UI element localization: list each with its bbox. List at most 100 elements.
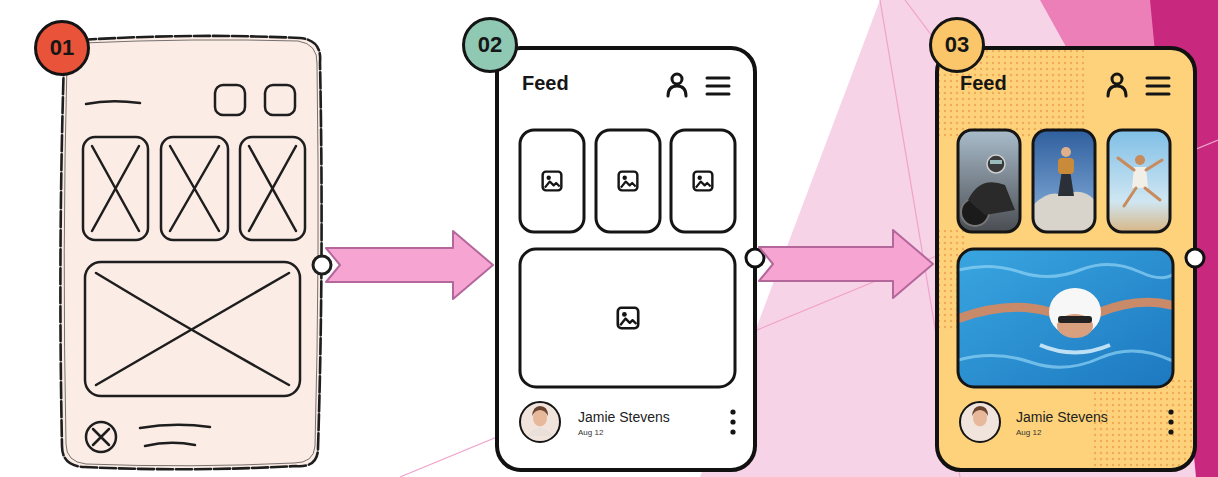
step-number: 03 xyxy=(929,17,985,73)
image-icon xyxy=(694,172,713,191)
sketch-cross xyxy=(249,146,296,231)
kebab-dot xyxy=(730,419,735,424)
avatar-face xyxy=(533,410,547,427)
photo-helmet xyxy=(987,155,1005,173)
sketch-icon xyxy=(265,85,295,115)
photo-limbs xyxy=(1118,158,1162,206)
user-icon xyxy=(1108,86,1126,96)
photo-rider xyxy=(968,182,1015,215)
kebab-dot xyxy=(1168,429,1173,434)
image-slot xyxy=(520,249,735,387)
avatar xyxy=(960,402,1000,442)
mockup-card xyxy=(937,48,1204,470)
sketch-line xyxy=(145,443,195,446)
photo-head xyxy=(1061,147,1071,157)
image-icon xyxy=(543,172,562,191)
photo-sky xyxy=(1108,130,1170,232)
photo-frame xyxy=(958,249,1173,387)
phone-card: 03FeedJamie StevensAug 12 xyxy=(937,48,1195,470)
sketch-cross xyxy=(96,273,289,385)
sketch-image xyxy=(83,137,148,240)
photo-motorbike xyxy=(958,130,1020,232)
avatar-hair xyxy=(972,406,988,416)
kebab-menu xyxy=(1168,409,1173,434)
photo-rocks xyxy=(1033,192,1095,232)
kebab-dot xyxy=(730,429,735,434)
menu-icon xyxy=(1147,78,1169,94)
screen-title: Feed xyxy=(522,72,569,95)
sketch-cross xyxy=(92,146,139,231)
sketch-icon xyxy=(215,85,245,115)
sketch-image xyxy=(240,137,305,240)
header-icons xyxy=(1108,74,1169,96)
step-number: 02 xyxy=(462,17,518,73)
halftone xyxy=(937,48,1195,470)
photo-swimmer xyxy=(958,249,1173,387)
kebab-menu xyxy=(730,409,735,434)
user-icon xyxy=(672,74,682,84)
photo-ground xyxy=(958,130,1020,232)
pink-panel xyxy=(700,0,1218,477)
sketch-card xyxy=(60,36,331,469)
kebab-dot xyxy=(1168,409,1173,414)
user-name: Jamie Stevens xyxy=(1016,409,1108,425)
photo-hiker xyxy=(1033,130,1095,232)
user-icon xyxy=(668,86,686,96)
image-slot xyxy=(520,130,584,232)
menu-icon xyxy=(707,78,729,94)
user-icon xyxy=(1112,74,1122,84)
photo-frames xyxy=(958,130,1173,387)
card-outline xyxy=(937,48,1195,470)
sketch-outline xyxy=(64,40,318,466)
kebab-dot xyxy=(1168,419,1173,424)
photo-visor xyxy=(990,160,1002,164)
header-icons xyxy=(668,74,729,96)
photo-splash xyxy=(1040,345,1110,353)
wireframe-card xyxy=(497,48,764,470)
image-icon xyxy=(618,308,638,328)
connector-dot xyxy=(746,249,764,267)
phone-card: 02FeedJamie StevensAug 12 xyxy=(497,48,755,470)
photo-face xyxy=(1057,314,1093,338)
image-slot xyxy=(671,130,735,232)
photo-head xyxy=(1135,155,1145,165)
step-number: 01 xyxy=(34,20,90,76)
sketch-cross xyxy=(170,146,219,231)
photo-goggles xyxy=(1058,316,1092,323)
background xyxy=(400,0,1218,477)
sketch-cross xyxy=(93,429,109,445)
card-outline xyxy=(497,48,755,470)
post-date: Aug 12 xyxy=(1016,428,1041,437)
phone-card: 01 xyxy=(60,35,322,470)
image-icon xyxy=(619,172,638,191)
photo-frame xyxy=(1033,130,1095,232)
flow-arrow xyxy=(759,230,933,298)
photo-dancer xyxy=(1108,130,1170,232)
sketch-image xyxy=(85,262,300,396)
connector-dot xyxy=(313,256,331,274)
photo-sky xyxy=(1033,130,1095,232)
sketch-line xyxy=(86,101,140,104)
avatar-hair xyxy=(532,406,548,416)
image-slot xyxy=(596,130,660,232)
user-name: Jamie Stevens xyxy=(578,409,670,425)
sketch-outline xyxy=(60,36,321,469)
post-date: Aug 12 xyxy=(578,428,603,437)
photo-backpack xyxy=(1058,158,1074,174)
sketch-avatar xyxy=(86,422,116,452)
image-slots xyxy=(520,130,735,387)
sketch-line xyxy=(140,425,210,428)
photo-frame xyxy=(1108,130,1170,232)
avatar xyxy=(527,428,553,436)
photo-ripple xyxy=(958,264,1173,277)
connector-dot xyxy=(1186,249,1204,267)
sketch-content xyxy=(83,85,305,452)
avatar xyxy=(520,402,560,442)
screen-title: Feed xyxy=(960,72,1007,95)
flow-arrow xyxy=(326,231,493,299)
photo-frame xyxy=(958,130,1020,232)
avatar-face xyxy=(973,410,987,427)
